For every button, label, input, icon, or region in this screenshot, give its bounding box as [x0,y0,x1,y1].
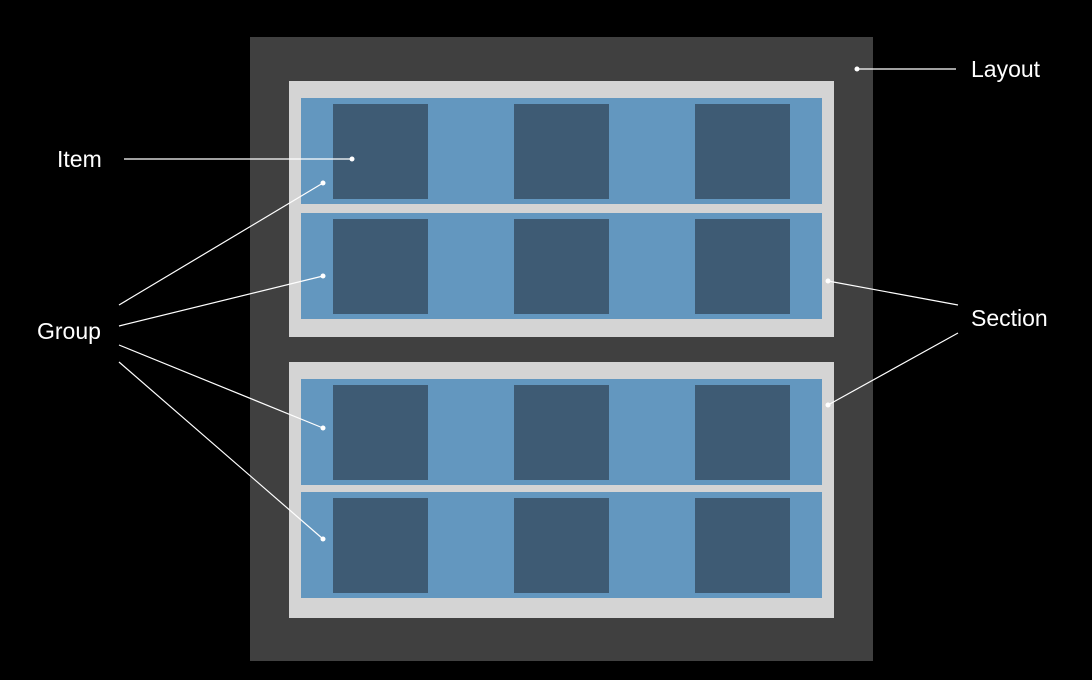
section-label: Section [971,305,1048,331]
item-box [695,385,790,480]
item-box [514,385,609,480]
item-label: Item [57,146,102,172]
item-box [333,385,428,480]
item-box [333,219,428,314]
layout-label: Layout [971,56,1041,82]
item-box [333,104,428,199]
item-box [333,498,428,593]
item-box [695,104,790,199]
item-box [514,219,609,314]
group-label: Group [37,318,101,344]
item-box [695,498,790,593]
item-box [514,498,609,593]
item-box [514,104,609,199]
item-box [695,219,790,314]
